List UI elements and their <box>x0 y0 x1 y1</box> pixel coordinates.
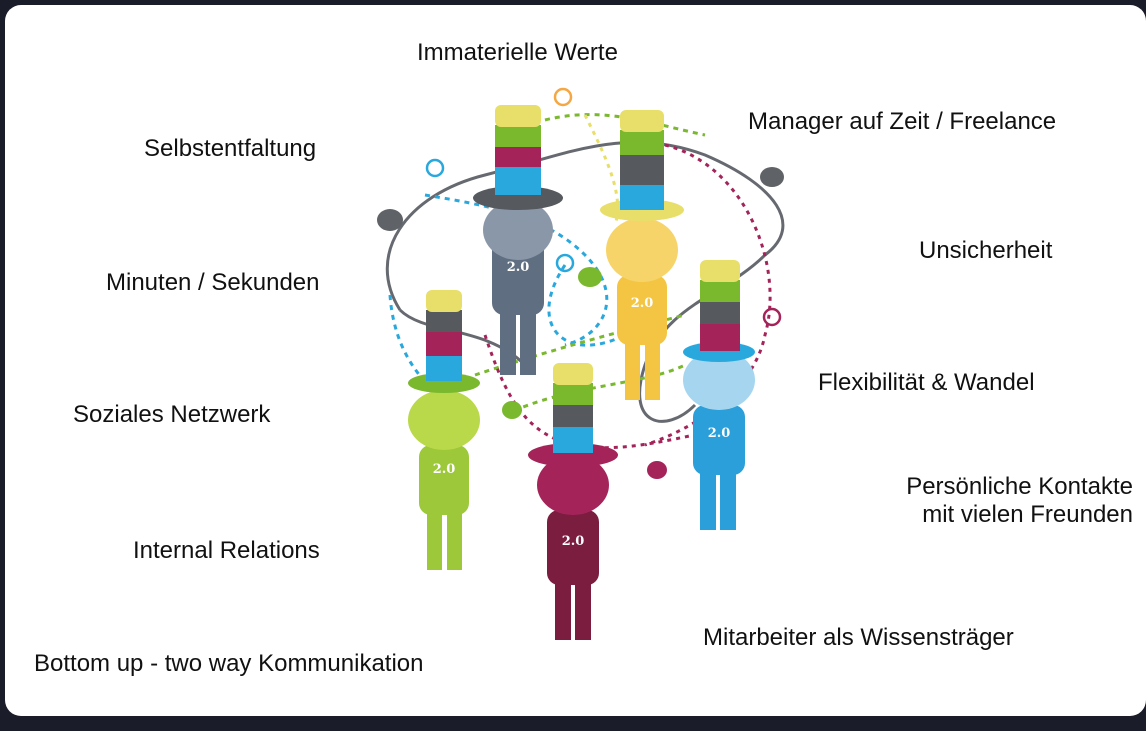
badges: 2.0 2.0 2.0 2.0 2.0 <box>433 260 731 549</box>
badge-blue: 2.0 <box>708 426 731 441</box>
label-persoenliche-kontakte-line1: Persönliche Kontakte <box>906 473 1133 500</box>
badge-grey: 2.0 <box>507 260 530 275</box>
label-immaterielle-werte: Immaterielle Werte <box>417 39 618 66</box>
badge-maroon: 2.0 <box>562 534 585 549</box>
label-minuten-sekunden: Minuten / Sekunden <box>106 269 320 296</box>
slide: 2.0 2.0 2.0 2.0 2.0 Immaterielle Werte M… <box>5 5 1146 716</box>
label-internal-relations: Internal Relations <box>133 537 320 564</box>
lightbulb-icons <box>425 87 782 327</box>
speech-bubbles <box>377 167 784 479</box>
badge-yellow: 2.0 <box>631 296 654 311</box>
label-bottom-up: Bottom up - two way Kommunikation <box>34 650 424 677</box>
label-unsicherheit: Unsicherheit <box>919 237 1053 264</box>
badge-green: 2.0 <box>433 462 456 477</box>
figure-green <box>408 290 480 570</box>
social-network-illustration: 2.0 2.0 2.0 2.0 2.0 <box>377 87 785 640</box>
label-flexibilitaet: Flexibilität & Wandel <box>818 369 1035 396</box>
label-selbstentfaltung: Selbstentfaltung <box>144 135 317 162</box>
label-manager-auf-zeit: Manager auf Zeit / Freelance <box>748 108 1057 135</box>
figure-yellow <box>600 110 684 400</box>
label-soziales-netzwerk: Soziales Netzwerk <box>73 401 271 428</box>
figure-maroon <box>528 363 618 640</box>
figure-grey <box>473 105 563 375</box>
label-mitarbeiter: Mitarbeiter als Wissensträger <box>703 624 1014 651</box>
label-persoenliche-kontakte: Persönliche Kontakte mit vielen Freunden <box>857 473 1133 529</box>
label-persoenliche-kontakte-line2: mit vielen Freunden <box>922 501 1133 528</box>
figure-blue <box>683 260 755 530</box>
